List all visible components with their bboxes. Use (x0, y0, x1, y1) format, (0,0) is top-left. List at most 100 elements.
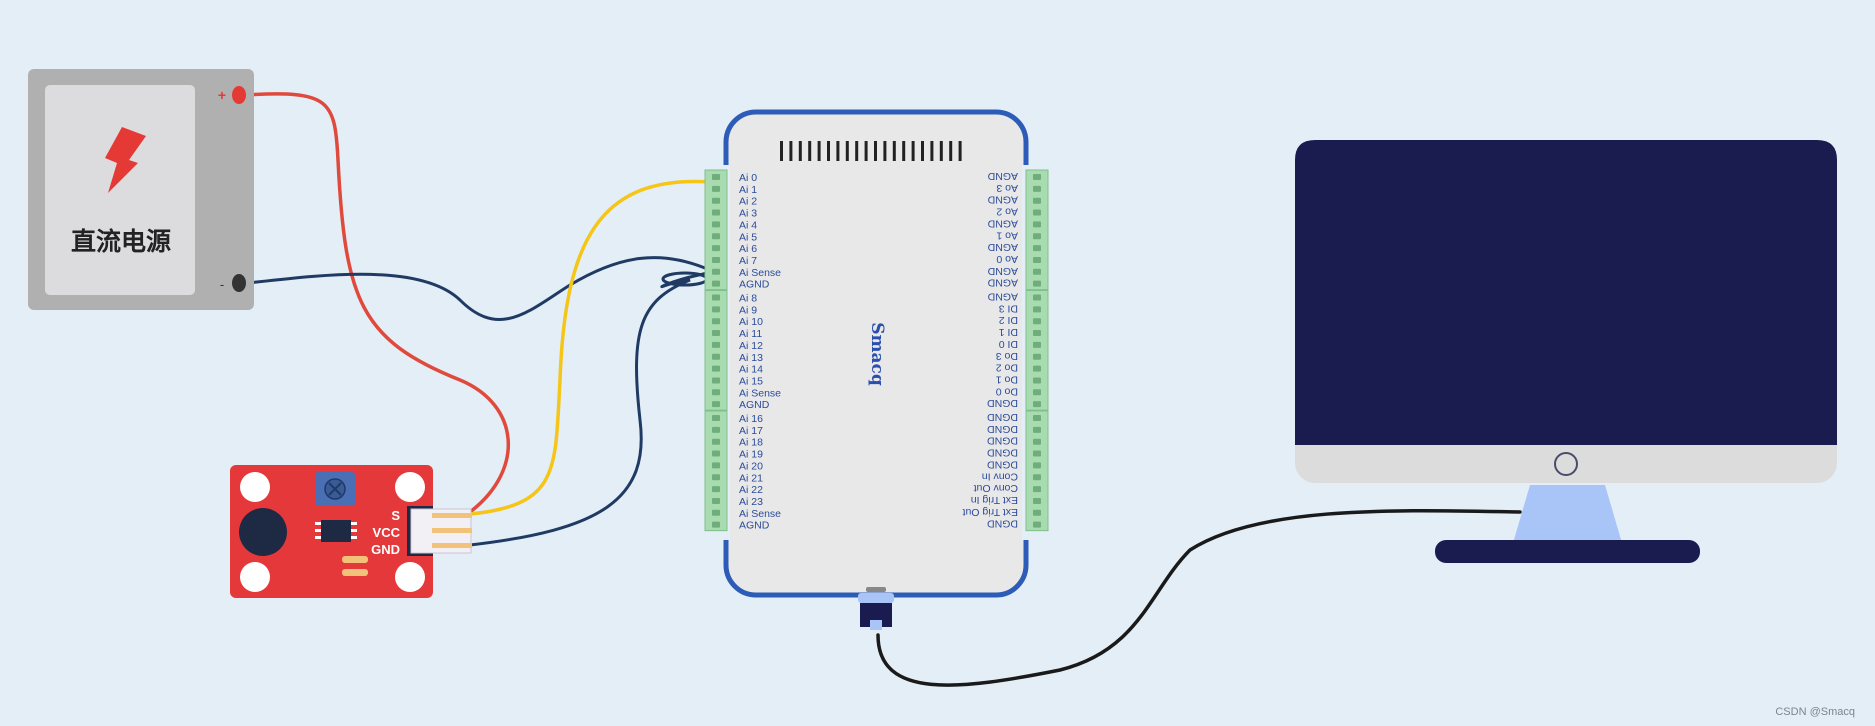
pin-label: Ai 3 (739, 208, 757, 220)
terminal-screw[interactable] (712, 280, 720, 287)
terminal-screw[interactable] (712, 426, 720, 433)
terminal-screw[interactable] (1033, 474, 1041, 481)
terminal-screw[interactable] (1033, 462, 1041, 469)
terminal-screw[interactable] (1033, 497, 1041, 504)
terminal-screw[interactable] (1033, 318, 1041, 325)
wire-black-usb (876, 509, 1522, 687)
terminal-screw[interactable] (712, 474, 720, 481)
vent-slot (883, 141, 887, 161)
terminal-screw[interactable] (1033, 377, 1041, 384)
pin-label: Ai Sense (739, 387, 781, 399)
terminal-screw[interactable] (712, 318, 720, 325)
terminal-screw[interactable] (1033, 256, 1041, 263)
terminal-screw[interactable] (1033, 185, 1041, 192)
terminal-screw[interactable] (712, 197, 720, 204)
terminal-screw[interactable] (712, 353, 720, 360)
power-supply-label: 直流电源 (71, 227, 171, 256)
power-supply-panel (45, 85, 195, 295)
pin-label: Ai 14 (739, 364, 763, 376)
pin-label: AGND (987, 194, 1018, 206)
daq-brand-logo: Smacq (867, 322, 887, 386)
terminal-screw[interactable] (712, 233, 720, 240)
terminal-screw[interactable] (712, 341, 720, 348)
terminal-screw[interactable] (1033, 280, 1041, 287)
terminal-screw[interactable] (1033, 209, 1041, 216)
pin-s (432, 513, 472, 518)
wires (243, 92, 1522, 687)
terminal-screw[interactable] (712, 245, 720, 252)
daq-device: Ai 0Ai 1Ai 2Ai 3Ai 4Ai 5Ai 6Ai 7Ai Sense… (704, 109, 1049, 630)
terminal-screw[interactable] (1033, 245, 1041, 252)
terminal-block (704, 169, 728, 291)
terminal-block (1025, 290, 1049, 411)
mounting-hole (240, 562, 270, 592)
terminal-screw[interactable] (712, 438, 720, 445)
pin-label-s: S (391, 508, 400, 523)
terminal-screw[interactable] (712, 294, 720, 301)
terminal-screw[interactable] (1033, 353, 1041, 360)
terminal-screw[interactable] (712, 377, 720, 384)
vent-slot (911, 141, 915, 161)
terminal-screw[interactable] (712, 209, 720, 216)
terminal-screw[interactable] (1033, 426, 1041, 433)
terminal-screw[interactable] (1033, 415, 1041, 421)
terminal-screw[interactable] (712, 486, 720, 493)
terminal-screw[interactable] (1033, 341, 1041, 348)
terminal-screw[interactable] (1033, 450, 1041, 457)
terminal-screw[interactable] (1033, 389, 1041, 396)
vent-slot (789, 141, 793, 161)
pin-label: DGND (987, 458, 1018, 470)
terminal-screw[interactable] (712, 268, 720, 275)
terminal-screw[interactable] (712, 365, 720, 372)
terminal-screw[interactable] (1033, 306, 1041, 313)
terminal-screw[interactable] (1033, 294, 1041, 301)
terminal-screw[interactable] (712, 450, 720, 457)
terminal-screw[interactable] (1033, 365, 1041, 372)
terminal-screw[interactable] (712, 174, 720, 180)
terminal-screw[interactable] (712, 330, 720, 337)
terminal-screw[interactable] (1033, 509, 1041, 516)
vent-slot (949, 141, 953, 161)
pin-label: DGND (987, 518, 1018, 530)
terminal-screw[interactable] (712, 497, 720, 504)
terminal-screw[interactable] (1033, 486, 1041, 493)
terminal-screw[interactable] (1033, 233, 1041, 240)
terminal-screw[interactable] (1033, 268, 1041, 275)
terminal-screw[interactable] (712, 256, 720, 263)
terminal-screw[interactable] (712, 306, 720, 313)
vent-slot (845, 141, 849, 161)
terminal-screw[interactable] (1033, 197, 1041, 204)
pin-label: AGND (739, 279, 770, 291)
pin-label: Conv In (982, 470, 1018, 482)
terminal-screw[interactable] (712, 185, 720, 192)
terminal-screw[interactable] (712, 509, 720, 516)
terminal-screw[interactable] (1033, 521, 1041, 528)
right-terminal-block (1025, 169, 1049, 532)
vent-slot (902, 141, 906, 161)
terminal-screw[interactable] (1033, 401, 1041, 408)
pin-label: Ai Sense (739, 267, 781, 279)
pin-label: Ai 19 (739, 449, 763, 461)
terminal-screw[interactable] (712, 389, 720, 396)
terminal-screw[interactable] (712, 415, 720, 421)
terminal-screw[interactable] (712, 521, 720, 528)
pin-label: Ai 13 (739, 352, 763, 364)
terminal-screw[interactable] (1033, 221, 1041, 228)
pin-label: Ai 15 (739, 375, 763, 387)
terminal-screw[interactable] (1033, 174, 1041, 180)
vent-slot (798, 141, 802, 161)
vent-slot (892, 141, 896, 161)
terminal-screw[interactable] (1033, 438, 1041, 445)
pin-label: Ai 1 (739, 184, 757, 196)
power-button-icon[interactable] (1554, 452, 1578, 476)
terminal-screw[interactable] (1033, 330, 1041, 337)
terminal-screw[interactable] (712, 401, 720, 408)
terminal-screw[interactable] (712, 221, 720, 228)
pin-label: DI 0 (999, 338, 1018, 350)
mounting-hole (395, 472, 425, 502)
pin-label: AGND (987, 170, 1018, 182)
pin-label: AGND (987, 241, 1018, 253)
vent-slot (939, 141, 943, 161)
dc-power-supply: 直流电源 + - (28, 69, 254, 310)
terminal-screw[interactable] (712, 462, 720, 469)
